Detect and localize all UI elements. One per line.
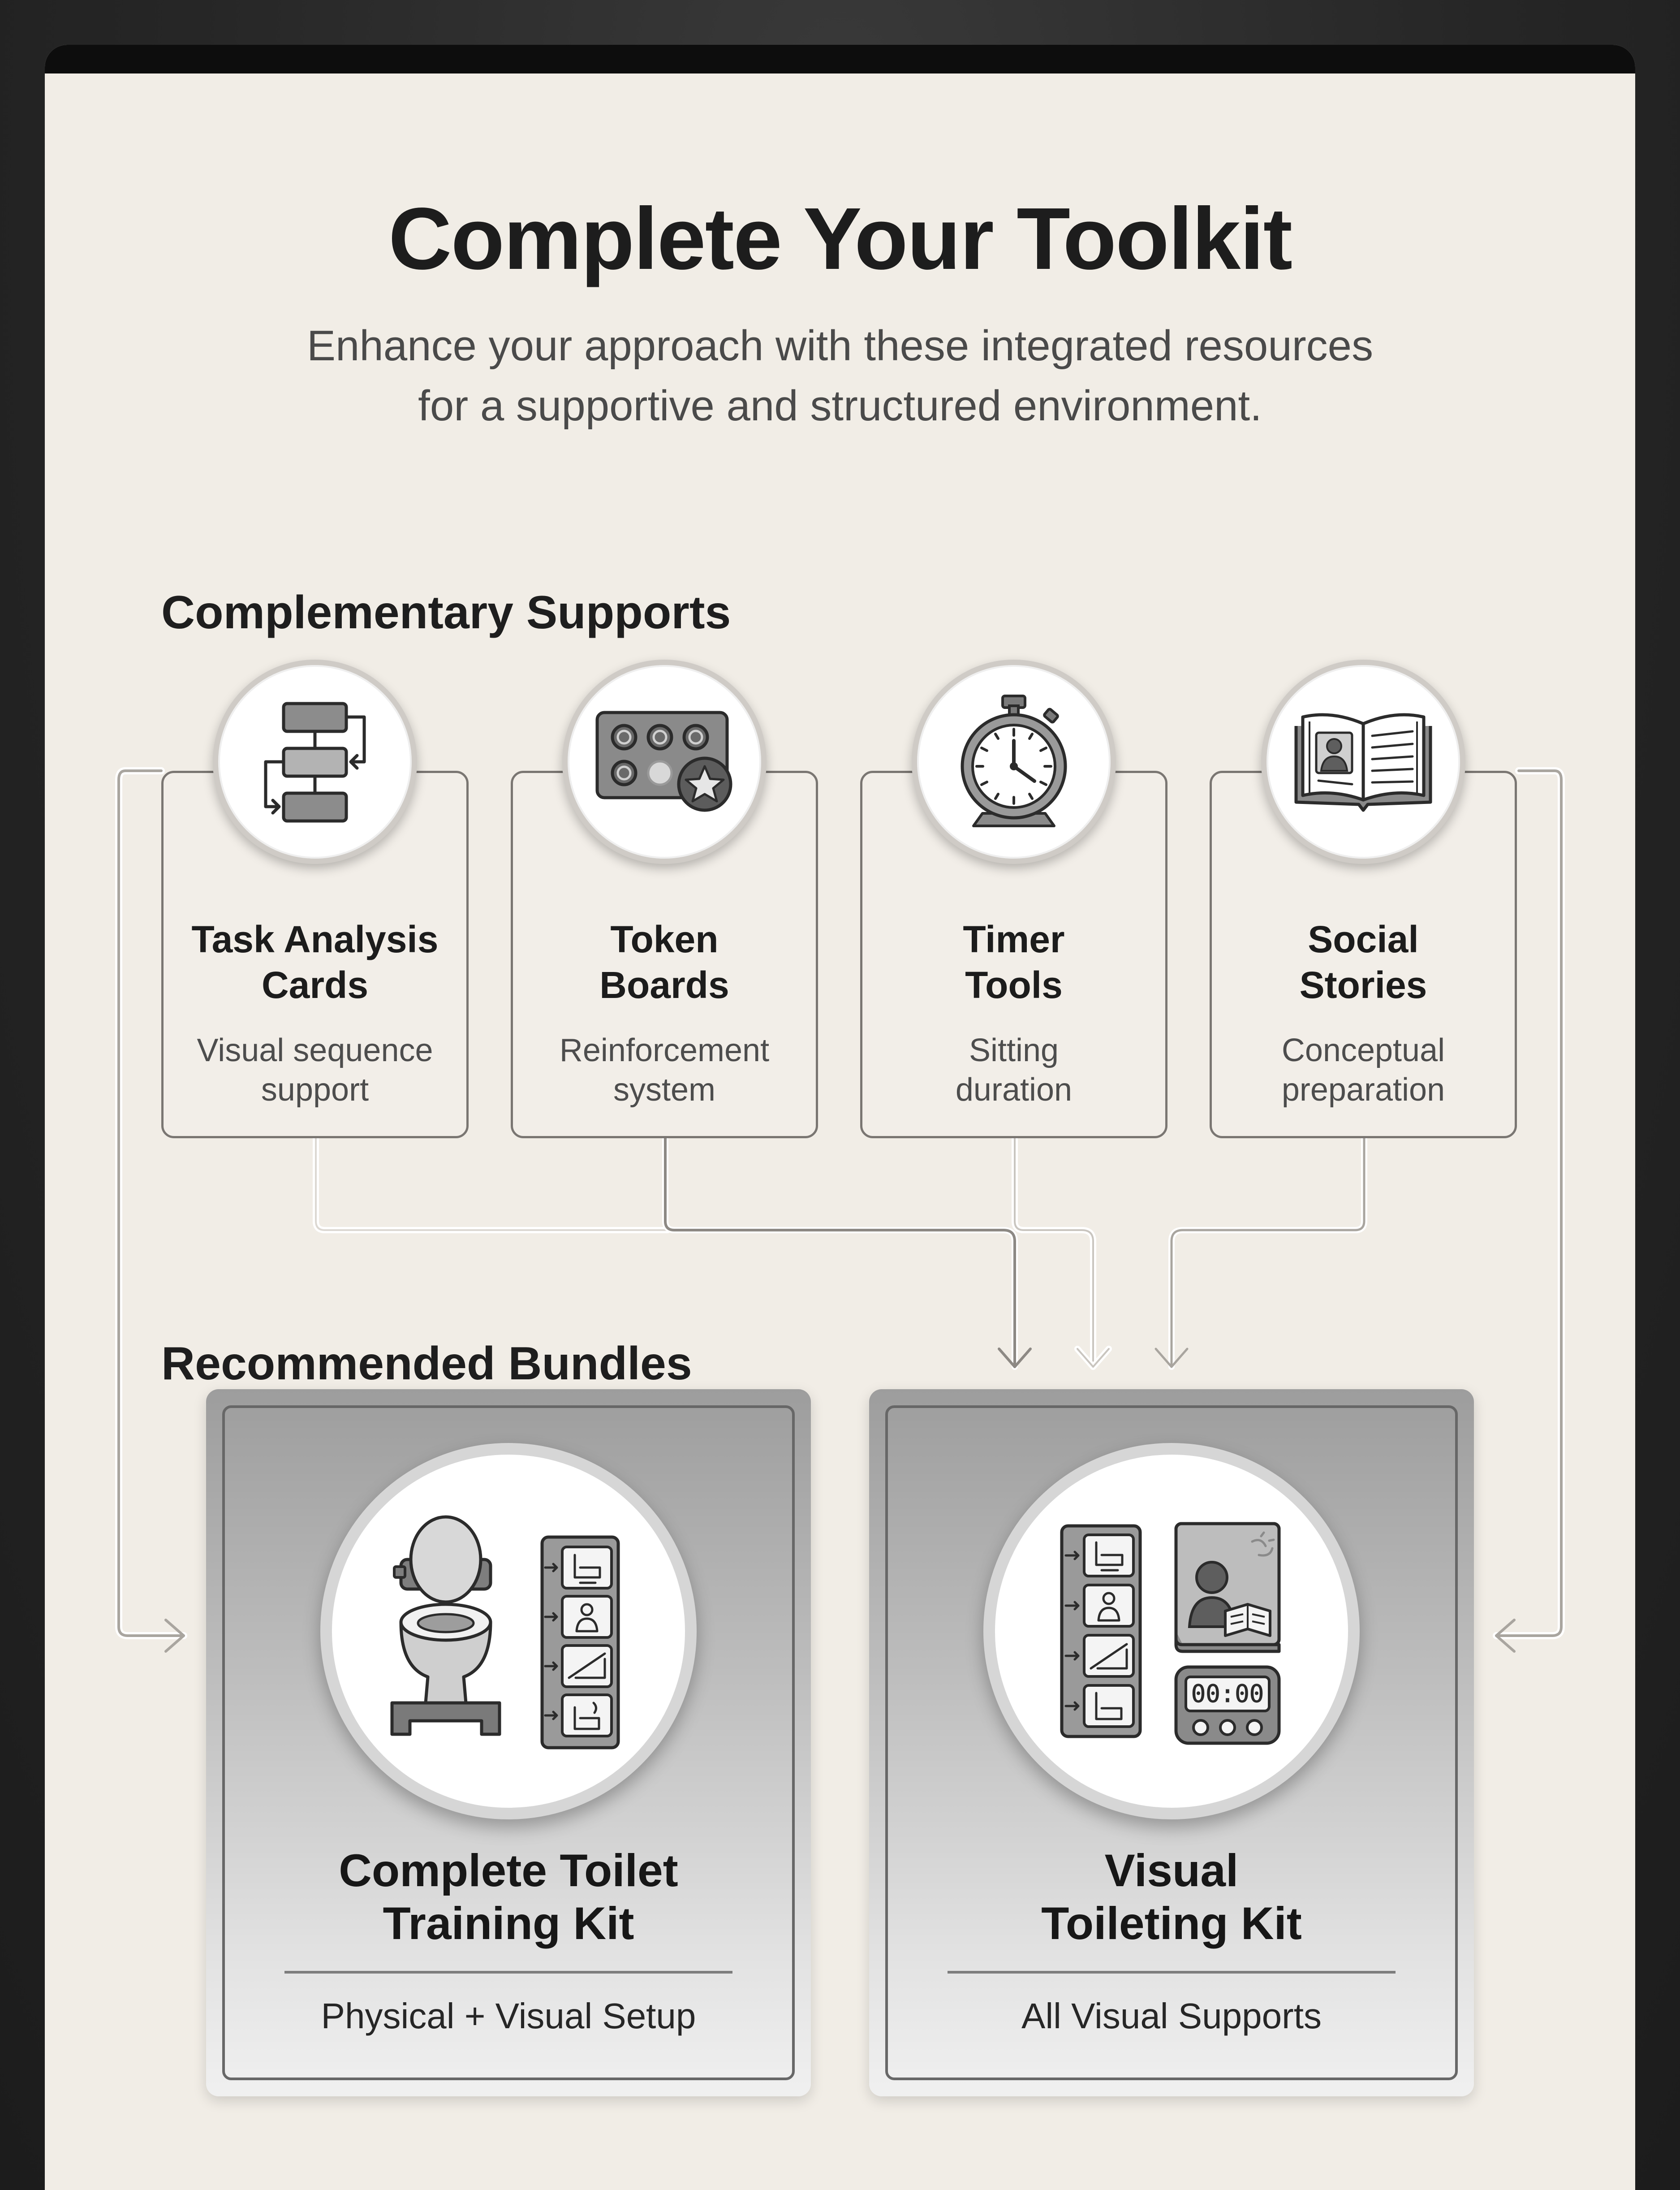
support-name-line-2: Stories [1299,964,1427,1006]
bundle-name-line-1: Visual [1104,1845,1239,1896]
connector-left-loop [117,769,185,1637]
connector-lines [115,767,1565,1653]
support-name: Task Analysis Cards [164,916,466,1008]
connector-support-3 [1014,1133,1094,1368]
support-desc-line-2: preparation [1281,1072,1445,1108]
support-desc-line-2: duration [955,1072,1073,1108]
support-description: Reinforcement system [513,1031,816,1110]
arrowhead-down-1 [998,1348,1032,1368]
subtitle-line-1: Enhance your approach with these integra… [306,322,1374,370]
support-icon-circle [213,660,417,864]
connector-support-3 [1012,1131,1096,1370]
connector-support-2 [664,1132,1016,1368]
bundle-frame [885,1405,1458,2080]
arrowhead-down-2 [1077,1348,1110,1368]
visual-schedule-story-timer-icon: 00:00 [1060,1522,1281,1745]
bundle-subtitle: Physical + Visual Setup [321,1996,696,2036]
stopwatch-icon [961,695,1067,827]
bundle-name-line-2: Training Kit [383,1898,634,1949]
support-icon-circle [562,660,767,864]
support-description: Sitting duration [862,1031,1165,1110]
connector-support-4 [1168,1131,1367,1370]
support-icon-circle [912,660,1116,864]
support-name: Social Stories [1212,916,1515,1008]
support-name-line-2: Boards [599,964,729,1006]
subtitle-line-2: for a supportive and structured environm… [418,382,1262,430]
connector-support-1 [315,1133,668,1231]
support-desc-line-1: Visual sequence [197,1032,433,1068]
timer-display: 00:00 [1191,1680,1264,1708]
support-name-line-2: Cards [261,964,369,1006]
recommended-bundles-heading: Recommended Bundles [161,1338,692,1390]
bundle-name: Complete Toilet Training Kit [206,1844,811,1950]
support-desc-line-2: system [613,1072,716,1108]
token-board-icon [595,711,732,812]
support-desc-line-2: support [261,1072,369,1108]
bundle-icon-circle [320,1443,697,1819]
bundle-icon-circle: 00:00 [983,1443,1360,1819]
arrowhead-down-3 [1154,1348,1189,1368]
bundle-card-visual-toileting[interactable]: 00:00 Visual Toileting Kit All Visual Su… [869,1389,1474,2096]
flowchart-icon [264,702,366,823]
support-name-line-1: Token [610,918,719,960]
support-description: Visual sequence support [164,1031,466,1110]
bundle-name-line-2: Toileting Kit [1041,1898,1302,1949]
page-subtitle: Enhance your approach with these integra… [45,316,1635,436]
connector-support-2 [662,1131,1018,1370]
arrowhead-right [1495,1619,1516,1653]
support-desc-line-1: Conceptual [1281,1032,1445,1068]
arrowhead-left [164,1619,185,1653]
complementary-supports-heading: Complementary Supports [161,587,731,639]
support-card-token-boards[interactable]: Token Boards Reinforcement system [511,771,818,1138]
bundle-name: Visual Toileting Kit [869,1844,1474,1950]
support-card-task-analysis[interactable]: Task Analysis Cards Visual sequence supp… [161,771,469,1138]
support-name-line-1: Timer [963,918,1065,960]
connector-right-loop [1495,769,1563,1637]
support-name-line-1: Task Analysis [191,918,439,960]
support-icon-circle [1261,660,1465,864]
connector-support-4 [1170,1132,1366,1368]
toolkit-card: Complete Your Toolkit Enhance your appro… [45,45,1635,2190]
bundle-card-complete-toilet-training[interactable]: Complete Toilet Training Kit Physical + … [206,1389,811,2096]
support-name: Token Boards [513,916,816,1008]
support-name-line-1: Social [1308,918,1419,960]
bundle-frame [222,1405,795,2080]
open-book-icon [1294,713,1432,812]
bundle-divider [284,1971,732,1974]
support-desc-line-1: Sitting [969,1032,1059,1068]
page-title: Complete Your Toolkit [388,190,1292,288]
bundle-subtitle: All Visual Supports [1021,1996,1322,2036]
connector-support-1 [313,1131,671,1233]
toilet-with-schedule-icon [390,1515,620,1749]
support-desc-line-1: Reinforcement [559,1032,770,1068]
bundle-name-line-1: Complete Toilet [339,1845,678,1896]
support-name-line-2: Tools [965,964,1063,1006]
support-name: Timer Tools [862,916,1165,1008]
support-description: Conceptual preparation [1212,1031,1515,1110]
bundle-divider [948,1971,1396,1974]
